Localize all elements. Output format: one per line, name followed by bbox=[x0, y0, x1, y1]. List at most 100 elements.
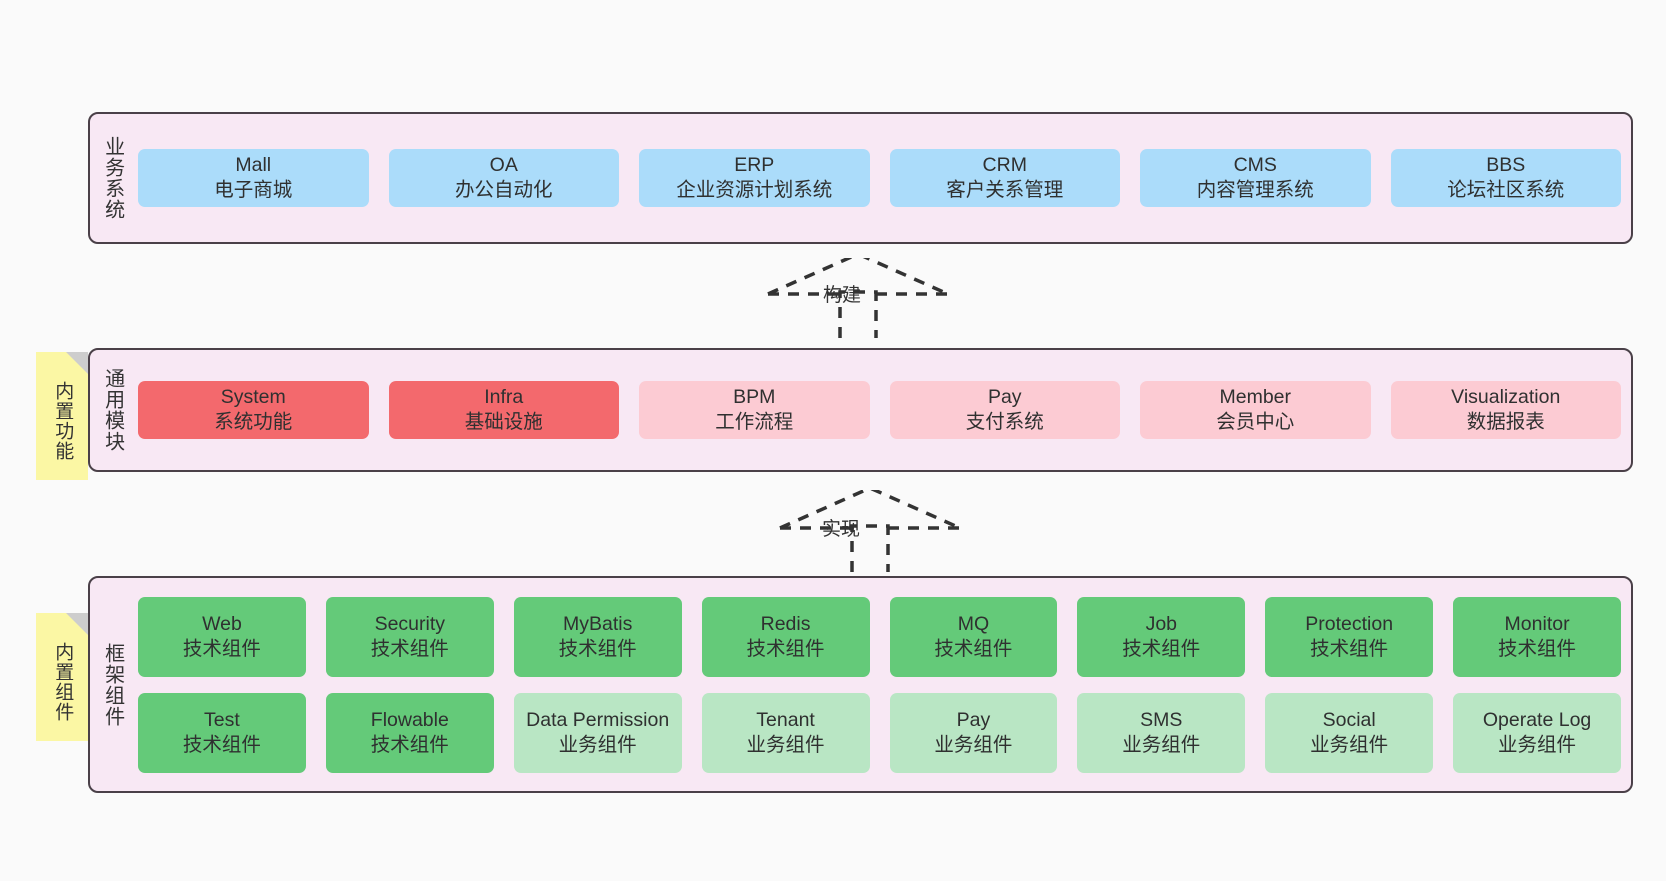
card-sms[interactable]: SMS 业务组件 bbox=[1077, 692, 1246, 773]
card-erp[interactable]: ERP 企业资源计划系统 bbox=[639, 149, 870, 207]
card-row: System 系统功能 Infra 基础设施 BPM 工作流程 Pay 支付系统… bbox=[138, 381, 1621, 439]
card-pay-business[interactable]: Pay 业务组件 bbox=[889, 692, 1058, 773]
card-job[interactable]: Job 技术组件 bbox=[1077, 596, 1246, 677]
card-title-cn: 企业资源计划系统 bbox=[676, 179, 833, 201]
card-title-en: Monitor bbox=[1504, 612, 1570, 635]
card-title-en: Data Permission bbox=[526, 708, 670, 731]
layer-title-business-systems: 业务系统 bbox=[101, 136, 124, 220]
card-flowable[interactable]: Flowable 技术组件 bbox=[325, 692, 494, 773]
card-title-cn: 技术组件 bbox=[182, 733, 261, 756]
card-title-en: Redis bbox=[760, 612, 811, 635]
card-title-cn: 基础设施 bbox=[464, 411, 543, 433]
card-bbs[interactable]: BBS 论坛社区系统 bbox=[1390, 149, 1621, 207]
card-cms[interactable]: CMS 内容管理系统 bbox=[1140, 149, 1371, 207]
layer-business-systems: 业务系统 Mall 电子商城 OA 办公自动化 ERP 企业资源计划系统 CRM bbox=[88, 112, 1633, 244]
card-title-en: BBS bbox=[1486, 154, 1526, 177]
card-title-cn: 电子商城 bbox=[214, 179, 293, 201]
card-title-en: Member bbox=[1219, 386, 1292, 409]
card-title-cn: 技术组件 bbox=[746, 637, 825, 660]
note-builtin-features: 内置功能 bbox=[36, 352, 88, 480]
card-title-en: System bbox=[220, 386, 286, 409]
generalization-arrow-icon bbox=[767, 252, 949, 338]
generalization-arrow-icon bbox=[779, 486, 961, 572]
layer-title-common-modules: 通用模块 bbox=[101, 368, 124, 452]
card-pay[interactable]: Pay 支付系统 bbox=[889, 381, 1120, 439]
note-label: 内置组件 bbox=[52, 642, 74, 722]
card-title-cn: 会员中心 bbox=[1216, 411, 1295, 433]
card-title-cn: 业务组件 bbox=[558, 733, 637, 756]
card-social[interactable]: Social 业务组件 bbox=[1265, 692, 1434, 773]
card-title-cn: 数据报表 bbox=[1466, 411, 1545, 433]
card-title-cn: 技术组件 bbox=[1310, 637, 1389, 660]
card-title-en: OA bbox=[489, 154, 518, 177]
card-member[interactable]: Member 会员中心 bbox=[1140, 381, 1371, 439]
layer-title-framework-components: 框架组件 bbox=[101, 642, 124, 727]
card-monitor[interactable]: Monitor 技术组件 bbox=[1453, 596, 1621, 677]
card-title-en: Security bbox=[374, 612, 446, 635]
card-security[interactable]: Security 技术组件 bbox=[325, 596, 494, 677]
note-label: 内置功能 bbox=[52, 381, 74, 461]
card-title-en: Infra bbox=[484, 386, 524, 409]
card-tenant[interactable]: Tenant 业务组件 bbox=[701, 692, 870, 773]
card-infra[interactable]: Infra 基础设施 bbox=[388, 381, 619, 439]
layer-body-business-systems: Mall 电子商城 OA 办公自动化 ERP 企业资源计划系统 CRM 客户关系… bbox=[134, 114, 1631, 242]
card-data-permission[interactable]: Data Permission 业务组件 bbox=[513, 692, 682, 773]
card-crm[interactable]: CRM 客户关系管理 bbox=[889, 149, 1120, 207]
connector-build: 构建 bbox=[758, 252, 958, 346]
connector-implement: 实现 bbox=[770, 486, 970, 578]
card-title-cn: 业务组件 bbox=[1122, 733, 1201, 756]
card-title-cn: 工作流程 bbox=[715, 411, 794, 433]
note-fold-corner-icon bbox=[66, 613, 88, 635]
card-row: Test 技术组件 Flowable 技术组件 Data Permission … bbox=[138, 692, 1621, 773]
card-title-cn: 技术组件 bbox=[558, 637, 637, 660]
card-mybatis[interactable]: MyBatis 技术组件 bbox=[513, 596, 682, 677]
card-title-cn: 客户关系管理 bbox=[946, 179, 1064, 201]
card-operate-log[interactable]: Operate Log 业务组件 bbox=[1453, 692, 1621, 773]
layer-body-framework-components: Web 技术组件 Security 技术组件 MyBatis 技术组件 Redi… bbox=[134, 578, 1631, 791]
layer-framework-components: 框架组件 Web 技术组件 Security 技术组件 MyBatis 技术组件… bbox=[88, 576, 1633, 793]
card-title-cn: 技术组件 bbox=[370, 733, 449, 756]
connector-label-implement: 实现 bbox=[822, 519, 861, 540]
card-title-en: Flowable bbox=[370, 708, 449, 731]
card-title-en: CRM bbox=[982, 154, 1027, 177]
card-title-cn: 系统功能 bbox=[214, 411, 293, 433]
card-title-en: Web bbox=[202, 612, 242, 635]
card-title-en: BPM bbox=[733, 386, 776, 409]
card-title-cn: 支付系统 bbox=[965, 411, 1044, 433]
card-test[interactable]: Test 技术组件 bbox=[138, 692, 306, 773]
card-title-cn: 业务组件 bbox=[1310, 733, 1389, 756]
card-title-en: Operate Log bbox=[1482, 708, 1592, 731]
layer-body-common-modules: System 系统功能 Infra 基础设施 BPM 工作流程 Pay 支付系统… bbox=[134, 350, 1631, 470]
card-redis[interactable]: Redis 技术组件 bbox=[701, 596, 870, 677]
card-row: Mall 电子商城 OA 办公自动化 ERP 企业资源计划系统 CRM 客户关系… bbox=[138, 149, 1621, 207]
card-bpm[interactable]: BPM 工作流程 bbox=[639, 381, 870, 439]
note-builtin-components: 内置组件 bbox=[36, 613, 88, 741]
card-oa[interactable]: OA 办公自动化 bbox=[388, 149, 619, 207]
card-visualization[interactable]: Visualization 数据报表 bbox=[1390, 381, 1621, 439]
card-title-en: Pay bbox=[956, 708, 991, 731]
card-title-cn: 论坛社区系统 bbox=[1447, 179, 1565, 201]
card-web[interactable]: Web 技术组件 bbox=[138, 596, 306, 677]
card-system[interactable]: System 系统功能 bbox=[138, 381, 369, 439]
card-title-en: Social bbox=[1322, 708, 1376, 731]
card-title-cn: 办公自动化 bbox=[454, 179, 553, 201]
card-title-cn: 业务组件 bbox=[934, 733, 1013, 756]
card-title-cn: 技术组件 bbox=[370, 637, 449, 660]
card-title-en: MyBatis bbox=[563, 612, 633, 635]
card-title-cn: 内容管理系统 bbox=[1196, 179, 1314, 201]
card-title-en: Test bbox=[204, 708, 240, 731]
card-mq[interactable]: MQ 技术组件 bbox=[889, 596, 1058, 677]
card-title-en: Job bbox=[1145, 612, 1178, 635]
card-title-cn: 技术组件 bbox=[182, 637, 261, 660]
card-title-cn: 业务组件 bbox=[746, 733, 825, 756]
card-title-en: SMS bbox=[1140, 708, 1183, 731]
card-title-en: Protection bbox=[1305, 612, 1394, 635]
card-protection[interactable]: Protection 技术组件 bbox=[1265, 596, 1434, 677]
card-title-cn: 技术组件 bbox=[1498, 637, 1577, 660]
card-title-en: Tenant bbox=[756, 708, 815, 731]
card-title-en: Pay bbox=[987, 386, 1022, 409]
card-title-en: Mall bbox=[235, 154, 272, 177]
connector-label-build: 构建 bbox=[823, 285, 862, 306]
card-mall[interactable]: Mall 电子商城 bbox=[138, 149, 369, 207]
card-title-en: ERP bbox=[734, 154, 775, 177]
